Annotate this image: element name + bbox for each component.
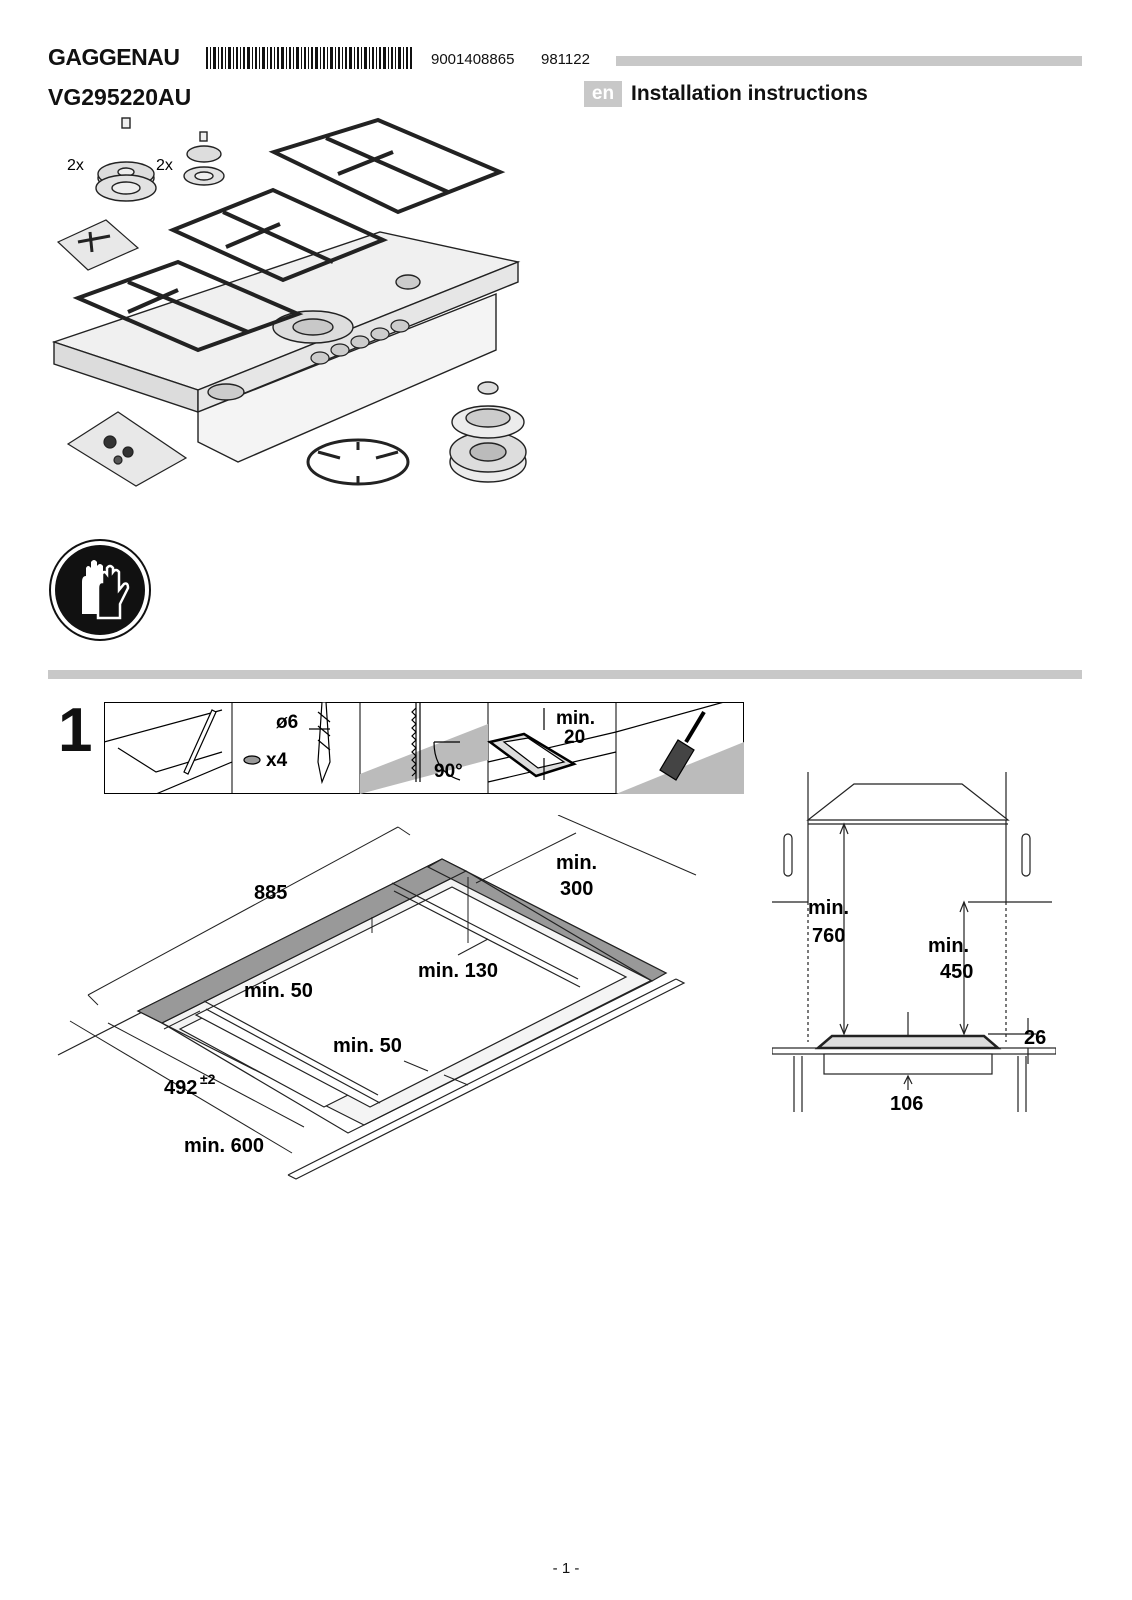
hood-and-cabinets — [772, 772, 1052, 1042]
drill-size: ø6 — [276, 712, 298, 733]
marking-panel — [104, 709, 233, 794]
hob-section — [772, 1033, 1056, 1112]
brand-logo: GAGGENAU — [48, 44, 180, 70]
hob-parts-illustration: 2x 2x — [51, 117, 527, 487]
cutout-frame — [136, 858, 668, 1134]
cabinet-min-value: 450 — [940, 961, 973, 983]
burner-parts-small — [183, 131, 225, 186]
language-badge: en — [584, 81, 622, 107]
dimension-lines — [69, 815, 697, 1154]
document-code: 981122 — [541, 51, 590, 68]
hood-min-label: min. — [808, 897, 849, 919]
saw-panel — [360, 702, 488, 794]
barcode — [206, 47, 412, 69]
pan-supports — [72, 117, 506, 353]
width-885: 885 — [254, 882, 287, 904]
qty-large: 2x — [67, 157, 84, 174]
document-title: Installation instructions — [631, 82, 868, 105]
cutout-panel — [487, 708, 617, 783]
article-number: 9001408865 — [431, 51, 515, 68]
bracket-packet — [56, 219, 140, 271]
saw-angle: 90° — [434, 761, 463, 782]
depth-492: 492 — [164, 1077, 197, 1099]
worktop-min-600: min. 600 — [184, 1135, 264, 1157]
side-min-50: min. 50 — [333, 1035, 402, 1057]
clearance-side-drawing: min. 760 min. 450 26 106 — [772, 772, 1056, 1115]
drill-panel — [243, 702, 331, 785]
hood-min-value: 760 — [812, 925, 845, 947]
hob-height: 26 — [1024, 1027, 1046, 1049]
clearance-arrows — [839, 822, 1029, 1090]
depth-tolerance: ±2 — [200, 1071, 216, 1087]
header-rule — [616, 56, 1082, 66]
sealing-panel — [615, 702, 744, 794]
edge-min-label: min. — [556, 708, 595, 729]
wok-ring — [306, 438, 410, 486]
burner-parts-large — [95, 117, 157, 202]
model-number: VG295220AU — [48, 84, 192, 110]
back-min-label: min. — [556, 852, 597, 874]
cabinet-min-label: min. — [928, 935, 969, 957]
accessory-bag — [66, 411, 188, 487]
control-knobs — [310, 319, 410, 365]
gloves-icon — [49, 539, 151, 641]
qty-small: 2x — [156, 157, 173, 174]
preparation-steps-strip: ø6 x4 90° min. 20 — [104, 702, 744, 794]
wok-burner — [449, 381, 527, 483]
back-min-value: 300 — [560, 878, 593, 900]
page-number: - 1 - — [552, 1560, 580, 1577]
edge-min-value: 20 — [564, 727, 585, 748]
screw-count: x4 — [266, 750, 288, 771]
cutout-dimension-drawing: 885 min. 300 min. 50 min. 130 min. 50 49… — [57, 815, 697, 1180]
section-divider — [48, 670, 1082, 679]
rear-min-130: min. 130 — [418, 960, 498, 982]
depth-below: 106 — [890, 1093, 923, 1115]
front-min-50: min. 50 — [244, 980, 313, 1002]
step-number: 1 — [58, 696, 93, 765]
